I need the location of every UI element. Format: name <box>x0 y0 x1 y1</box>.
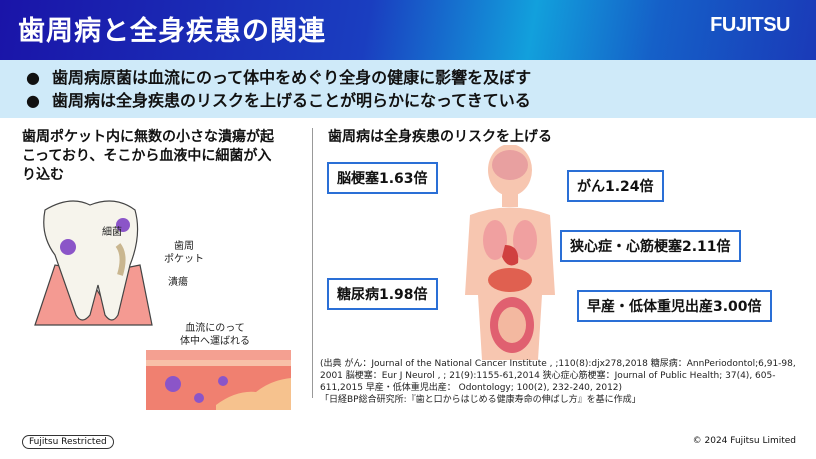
human-body-illustration <box>465 145 555 360</box>
bullet-text: 歯周病は全身疾患のリスクを上げることが明らかになってきている <box>51 91 531 110</box>
bullet-item: ● 歯周病原菌は血流にのって体中をめぐり全身の健康に影響を及ぼす <box>26 66 816 89</box>
key-points: ● 歯周病原菌は血流にのって体中をめぐり全身の健康に影響を及ぼす ● 歯周病は全身疾… <box>0 60 816 118</box>
left-heading: 歯周ポケット内に無数の小さな潰瘍が起こっており、そこから血液中に細菌が入り込む <box>22 129 274 183</box>
callout-stroke: 脳梗塞1.63倍 <box>327 162 438 194</box>
fujitsu-logo: FUJITSU <box>710 14 790 36</box>
bacteria-icon <box>60 239 76 255</box>
reference-credit: 「日経BP総合研究所:『歯と口からはじめる健康寿命の伸ばし方』を基に作成」 <box>320 395 641 405</box>
bacteria-icon <box>165 376 181 392</box>
right-heading: 歯周病は全身疾患のリスクを上げる <box>328 129 552 145</box>
references: (出典 がん：Journal of the National Cancer In… <box>320 358 810 406</box>
bullet-icon: ● <box>26 68 40 87</box>
bacteria-label: 細菌 <box>102 227 122 238</box>
header-banner: 歯周病と全身疾患の関連 FUJITSU <box>0 0 816 60</box>
bacteria-icon <box>218 376 228 386</box>
ulcer-label: 潰瘍 <box>168 277 188 288</box>
tooth-illustration <box>34 200 153 326</box>
bullet-item: ● 歯周病は全身疾患のリスクを上げることが明らかになってきている <box>26 89 816 112</box>
callout-diabetes: 糖尿病1.98倍 <box>327 278 438 310</box>
bullet-text: 歯周病原菌は血流にのって体中をめぐり全身の健康に影響を及ぼす <box>51 68 532 87</box>
reference-sources: (出典 がん：Journal of the National Cancer In… <box>320 359 796 393</box>
page-title: 歯周病と全身疾患の関連 <box>18 16 326 47</box>
copyright: © 2024 Fujitsu Limited <box>692 436 796 446</box>
pocket-label: 歯周 ポケット <box>164 241 204 265</box>
divider <box>312 128 313 398</box>
callout-heart: 狭心症・心筋梗塞2.11倍 <box>560 230 741 262</box>
callout-birth: 早産・低体重児出産3.00倍 <box>577 290 772 322</box>
bullet-icon: ● <box>26 91 40 110</box>
flow-label: 血流にのって 体中へ運ばれる <box>180 323 250 347</box>
blood-vessel-illustration <box>146 350 291 410</box>
bacteria-icon <box>194 393 204 403</box>
classification-badge: Fujitsu Restricted <box>22 435 114 449</box>
bacteria-icon <box>116 218 130 232</box>
callout-cancer: がん1.24倍 <box>567 170 664 202</box>
